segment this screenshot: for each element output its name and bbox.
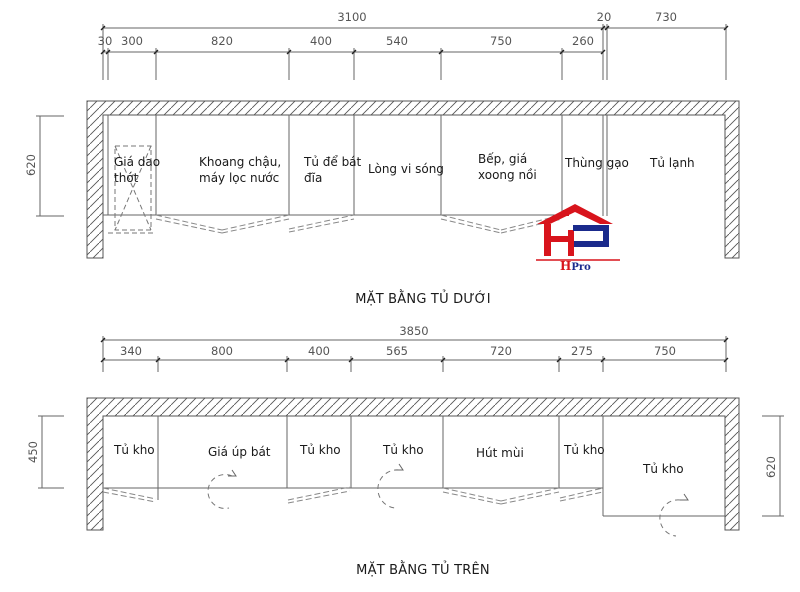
- lower-overall-dim: 3100: [337, 10, 367, 24]
- upper-depth-dim-left: 450: [25, 441, 40, 463]
- upper-seg-dim: 800: [211, 344, 233, 358]
- upper-depth-dim-right: 620: [763, 456, 778, 478]
- upper-cabinet-label: Tủ kho: [383, 443, 424, 457]
- upper-dimension-lines: [38, 336, 784, 517]
- lower-depth-dim: 620: [23, 154, 38, 176]
- cabinet-label-microwave: Lòng vi sóng: [368, 162, 444, 176]
- lower-seg-dim: 750: [490, 34, 512, 48]
- cabinet-label-dish: Tủ để bát đĩa: [304, 155, 362, 185]
- lower-seg-dim: 30: [97, 34, 113, 48]
- cabinet-label-sink: Khoang chậu, máy lọc nước: [199, 155, 282, 185]
- lower-seg-dim: 300: [121, 34, 143, 48]
- lower-door-swings: [155, 214, 563, 234]
- lower-wall: [86, 100, 740, 259]
- upper-plan: [38, 336, 784, 537]
- lower-dimension-lines: [36, 24, 729, 217]
- upper-cabinet-label: Tủ kho: [643, 462, 684, 476]
- cabinet-label-fridge: Tủ lạnh: [650, 156, 695, 170]
- upper-overall-dim: 3850: [399, 324, 429, 338]
- lower-plan: [36, 24, 740, 259]
- lazy-susan-arcs: [207, 469, 681, 537]
- upper-plan-title: MẶT BẰNG TỦ TRÊN: [356, 563, 490, 578]
- lower-seg-dim: 820: [211, 34, 233, 48]
- hpro-logo-text: HPro: [560, 259, 591, 273]
- upper-seg-dim: 275: [571, 344, 593, 358]
- upper-seg-dim: 400: [308, 344, 330, 358]
- lower-fridge-dim: 730: [655, 10, 677, 24]
- lower-seg-dim: 400: [310, 34, 332, 48]
- cabinet-label-knife-rack: Giá dao thớt: [114, 155, 161, 185]
- upper-seg-dim: 750: [654, 344, 676, 358]
- upper-seg-dim: 720: [490, 344, 512, 358]
- lower-seg-dim: 540: [386, 34, 408, 48]
- knife-rack-outline: [108, 145, 156, 234]
- upper-cabinet-label: Hút mùi: [476, 446, 524, 460]
- hpro-logo: [536, 204, 620, 261]
- upper-cabinet-label: Tủ kho: [300, 443, 341, 457]
- cabinet-label-rice-bin: Thùng gạo: [565, 156, 629, 170]
- upper-cabinet-label: Tủ kho: [564, 443, 605, 457]
- lower-gap-dim: 20: [596, 10, 612, 24]
- upper-door-swings: [102, 486, 604, 505]
- rotation-arrow-heads: [228, 463, 689, 501]
- upper-wall: [86, 397, 740, 531]
- upper-cabinet-label: Tủ kho: [114, 443, 155, 457]
- lower-plan-title: MẶT BẰNG TỦ DƯỚI: [355, 292, 491, 307]
- upper-seg-dim: 565: [386, 344, 408, 358]
- lower-seg-dim: 260: [572, 34, 594, 48]
- upper-cabinet-label: Giá úp bát: [208, 445, 271, 459]
- upper-seg-dim: 340: [120, 344, 142, 358]
- cabinet-label-stove: Bếp, giá xoong nồi: [478, 152, 537, 182]
